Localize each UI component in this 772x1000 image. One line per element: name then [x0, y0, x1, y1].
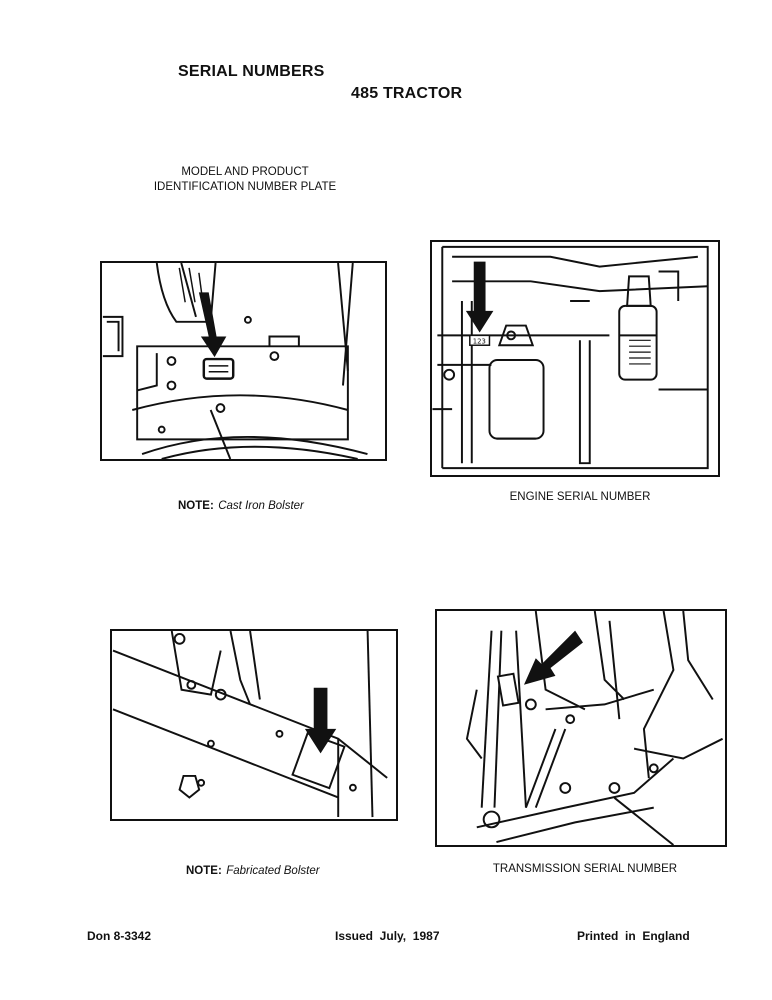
transmission-serial-caption: TRANSMISSION SERIAL NUMBER	[492, 863, 678, 875]
page-title: SERIAL NUMBERS	[178, 63, 325, 80]
issued-date: Issued July, 1987	[335, 929, 440, 943]
id-plate-icon	[202, 357, 235, 380]
plate-caption-line1: MODEL AND PRODUCT	[181, 166, 309, 178]
note-text: Cast Iron Bolster	[218, 500, 304, 512]
engine-plate-text: 123	[473, 337, 486, 345]
note-text: Fabricated Bolster	[226, 865, 320, 877]
fabricated-note: NOTE: Fabricated Bolster	[186, 861, 320, 879]
engine-serial-plate-icon	[469, 334, 491, 346]
note-label: NOTE:	[186, 865, 222, 877]
transmission-serial-figure	[435, 609, 727, 847]
plate-caption: MODEL AND PRODUCT IDENTIFICATION NUMBER …	[140, 165, 350, 195]
printed-location: Printed in England	[577, 929, 690, 943]
engine-illustration: 123	[432, 245, 709, 470]
arrow-diagonal-icon	[523, 630, 583, 685]
cast-iron-note: NOTE: Cast Iron Bolster	[178, 496, 304, 514]
engine-serial-figure: 123	[430, 240, 720, 477]
cast-iron-bolster-figure	[100, 261, 387, 461]
transmission-serial-plate-icon	[496, 672, 520, 707]
fabricated-bolster-illustration	[112, 631, 388, 818]
arrow-down-icon	[304, 687, 337, 754]
arrow-down-icon	[465, 261, 494, 333]
bolt-icon	[178, 774, 201, 799]
note-label: NOTE:	[178, 500, 214, 512]
document-number: Don 8-3342	[87, 929, 152, 943]
fabricated-bolster-figure	[110, 629, 398, 821]
engine-serial-caption: ENGINE SERIAL NUMBER	[509, 491, 651, 503]
transmission-illustration	[465, 611, 724, 845]
arrow-down-icon	[198, 292, 227, 358]
page-subtitle: 485 TRACTOR	[351, 85, 463, 102]
plate-caption-line2: IDENTIFICATION NUMBER PLATE	[153, 181, 337, 193]
cast-iron-bolster-illustration	[102, 263, 368, 459]
